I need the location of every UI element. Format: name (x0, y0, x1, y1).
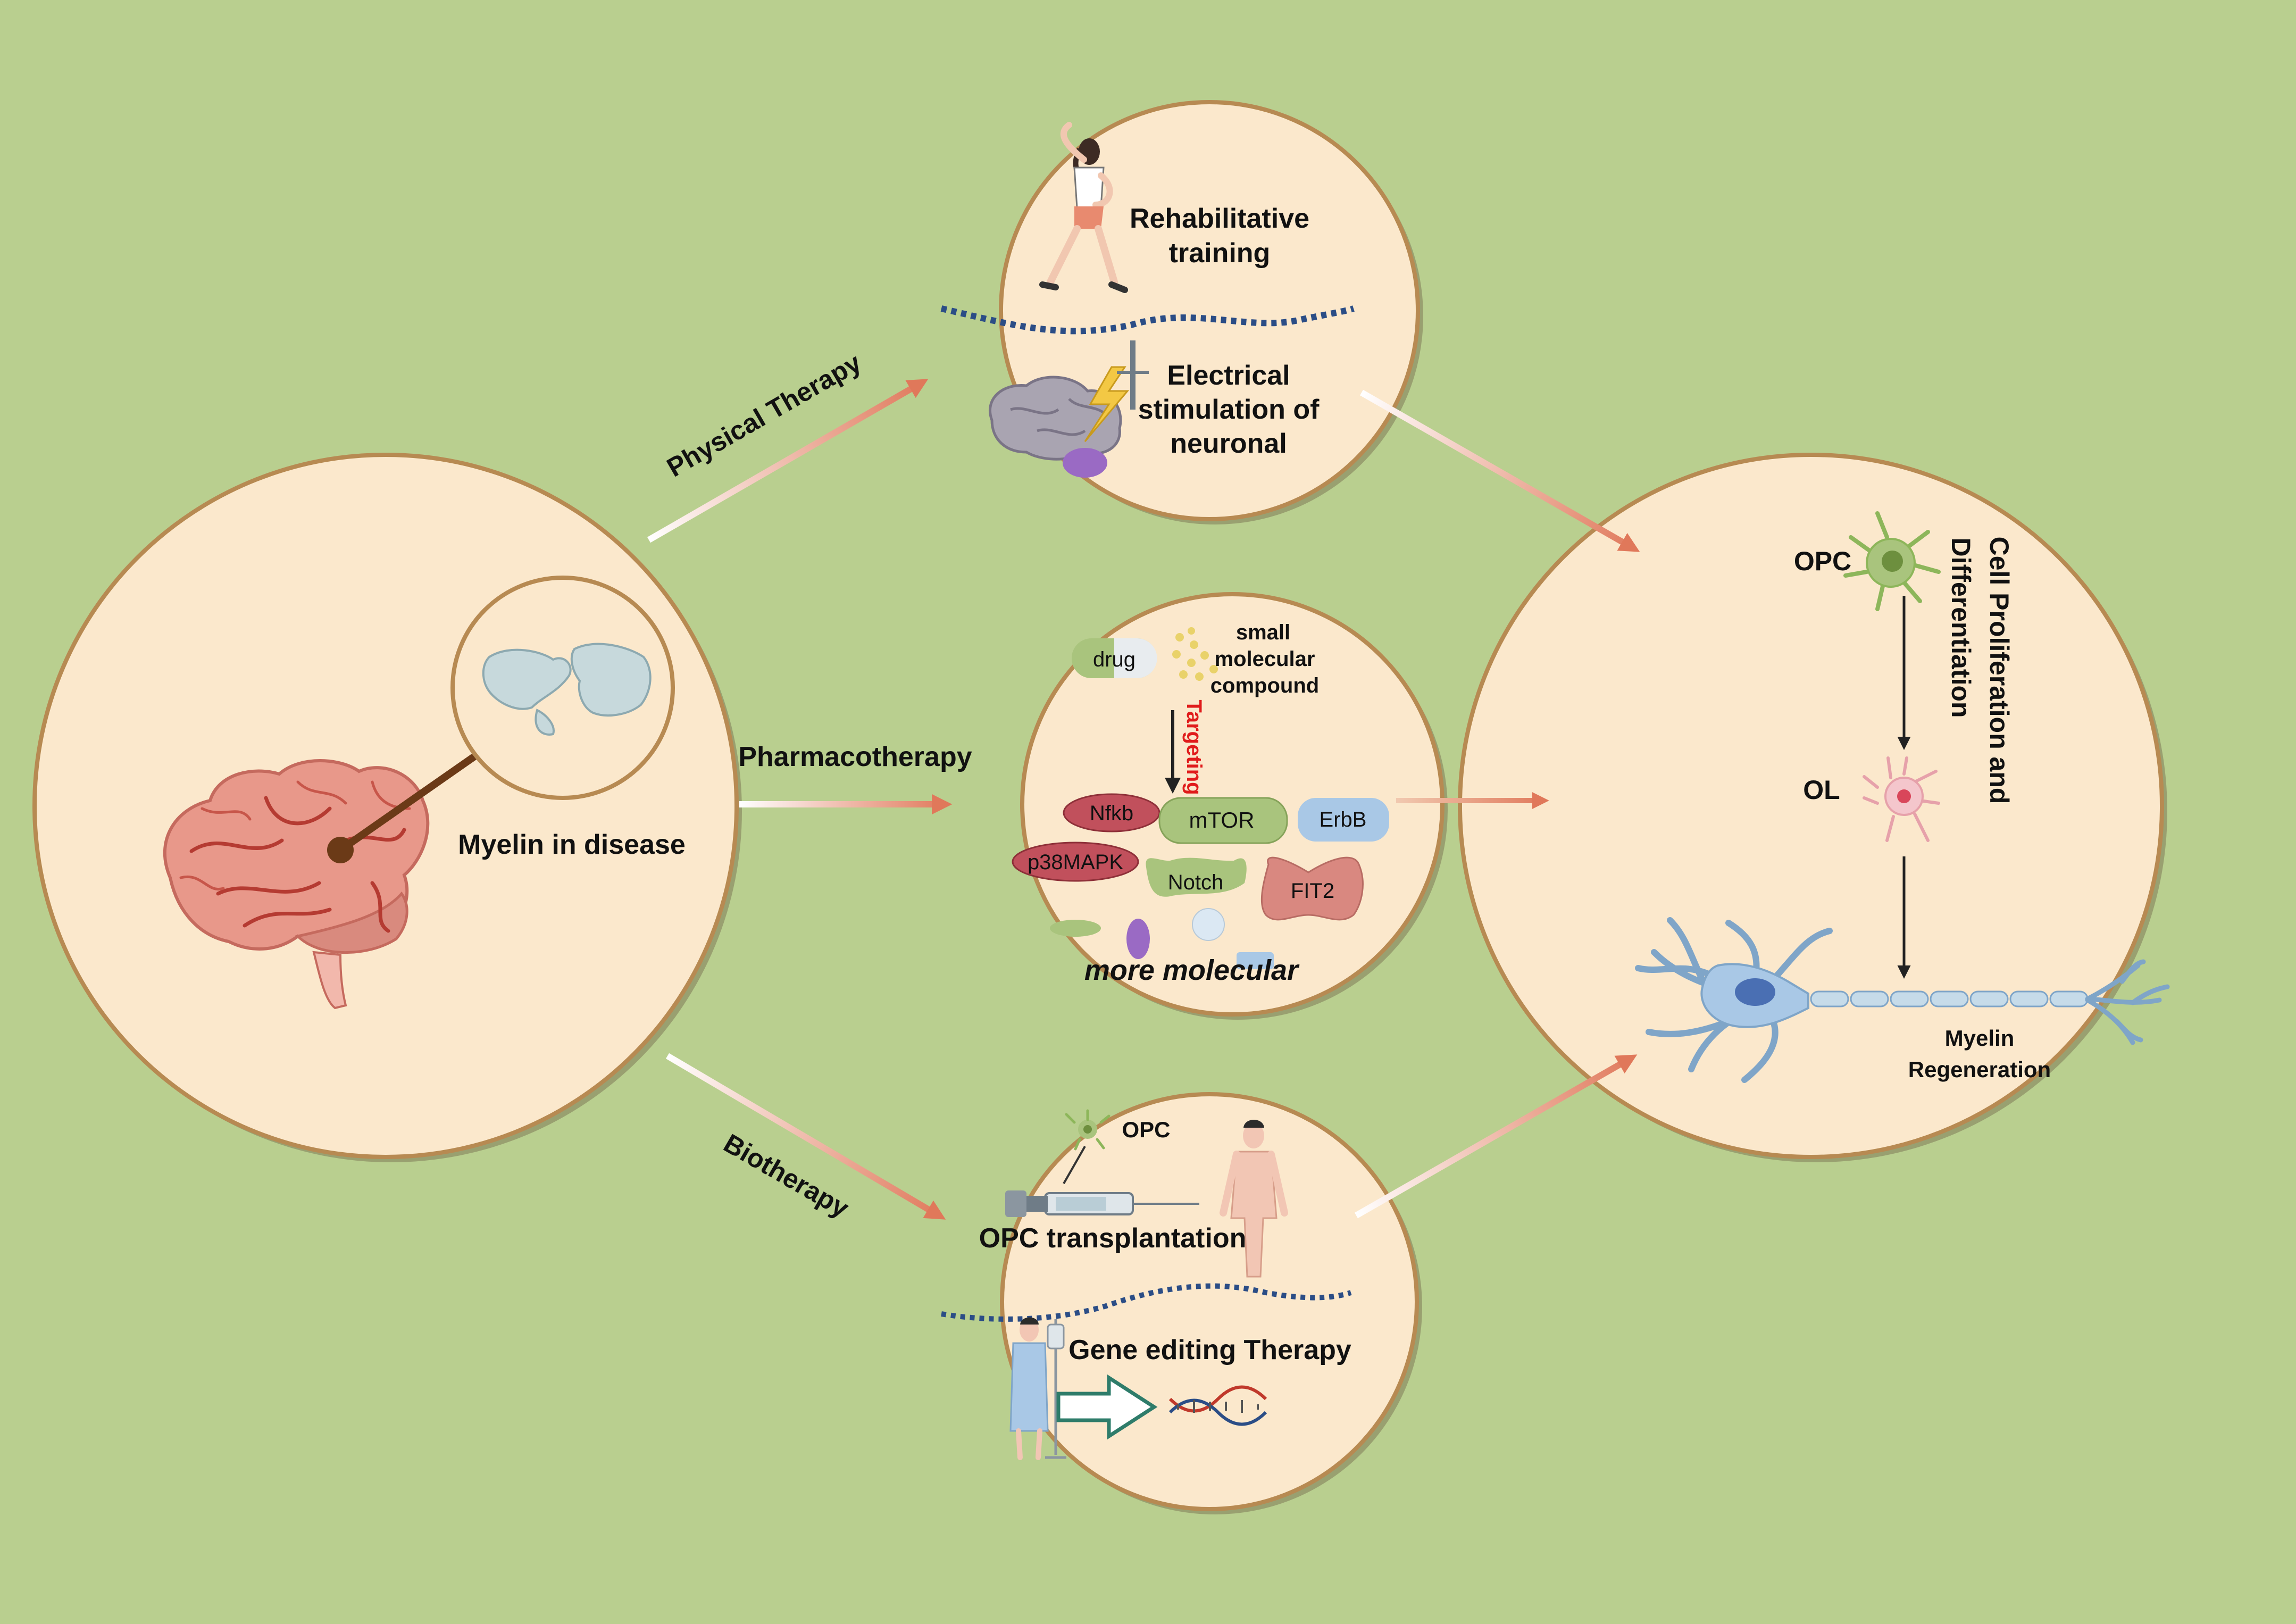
zoom-connector (338, 752, 479, 853)
opc-pointer-line (1063, 1146, 1086, 1184)
gene-editing-arrow-icon (1056, 1374, 1158, 1440)
p38mapk-label: p38MAPK (1028, 851, 1123, 874)
opc-label-right: OPC (1794, 546, 1851, 576)
opc-small-cell-icon (1065, 1109, 1111, 1151)
myelin-regen-line2: Regeneration (1908, 1057, 2051, 1082)
p38mapk-shape (1012, 842, 1139, 882)
opc-label-bio: OPC (1122, 1117, 1170, 1142)
syringe-icon (1005, 1190, 1199, 1217)
elec-text-line3: neuronal (1170, 428, 1287, 459)
gene-editing-label: Gene editing Therapy (1068, 1335, 1351, 1365)
more-molecular-label: more molecular (1084, 954, 1300, 986)
small-text-line1: small (1236, 621, 1290, 644)
fit2-label: FIT2 (1291, 879, 1334, 903)
arrow-bio (665, 1053, 946, 1220)
nfkb-label: Nfkb (1090, 802, 1133, 825)
myelin-regen-line1: Myelin (1945, 1026, 2015, 1051)
rehab-text-line1: Rehabilitative (1130, 203, 1309, 234)
dna-helix-icon (1168, 1385, 1267, 1426)
opc-transplant-label: OPC transplantation (979, 1223, 1247, 1254)
myelin-in-disease-label: Myelin in disease (458, 829, 686, 860)
arrow-out-bio (1355, 1054, 1638, 1219)
notch-label: Notch (1168, 871, 1224, 894)
mtor-shape (1158, 797, 1288, 844)
ol-label: OL (1803, 775, 1840, 805)
rehab-text-line2: training (1169, 238, 1271, 269)
neuron-myelin-icon (1635, 917, 2170, 1083)
notch-shape (1146, 857, 1247, 897)
zoom-inset (450, 576, 675, 800)
brain-illustration (163, 759, 430, 1010)
small-text-line3: compound (1210, 674, 1319, 697)
opc-cell-icon (1843, 511, 1941, 611)
woman-exercising-icon (1039, 122, 1128, 293)
small-molecule-dots-icon (1172, 627, 1218, 681)
nfkb-shape (1063, 793, 1160, 832)
more-molecules-icons (1050, 908, 1274, 969)
elec-text-line2: stimulation of (1138, 394, 1320, 425)
zoom-point (327, 837, 354, 863)
mtor-label: mTOR (1189, 807, 1255, 832)
human-body-icon (1220, 1120, 1288, 1278)
arrows (647, 379, 1640, 1220)
targeting-label: Targeting (1182, 699, 1206, 795)
elec-text-line1: Electrical (1167, 360, 1290, 391)
brain-stimulation-icon (988, 340, 1149, 478)
label-physical-therapy: Physical Therapy (662, 347, 866, 482)
drug-label: drug (1093, 648, 1136, 671)
label-pharmacotherapy: Pharmacotherapy (738, 742, 972, 772)
vertical-label-line1: Cell Proliferation and (1984, 537, 2014, 804)
erbb-shape (1298, 798, 1389, 842)
arrow-physical (647, 379, 929, 543)
small-text-line2: molecular (1215, 647, 1315, 671)
demyelinated-lesion (482, 643, 652, 736)
right-circle (1458, 453, 2167, 1162)
patient-iv-icon (1009, 1317, 1066, 1460)
fit2-shape (1260, 856, 1364, 921)
vertical-label-line2: Differentiation (1946, 538, 1976, 718)
erbb-label: ErbB (1320, 808, 1367, 831)
drug-capsule-icon (1072, 638, 1157, 678)
dotted-divider-top (940, 305, 1355, 335)
arrow-out-physical (1360, 389, 1640, 552)
bio-circle (1000, 1092, 1422, 1514)
label-biotherapy: Biotherapy (719, 1128, 854, 1223)
ol-cell-icon (1863, 756, 1940, 842)
